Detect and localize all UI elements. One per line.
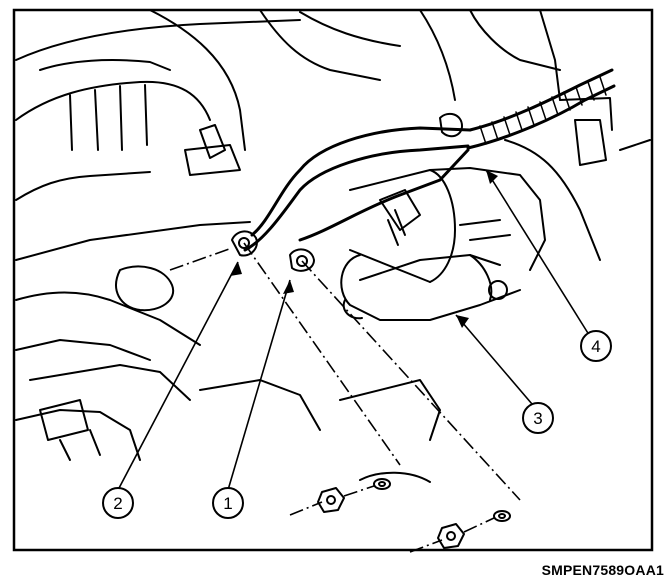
diagram-border (12, 8, 654, 552)
svg-text:2: 2 (113, 494, 122, 513)
leader-arrowheads (230, 170, 498, 328)
leader-lines (117, 169, 597, 491)
nut-washer-set-1 (317, 478, 391, 513)
callout-2: 2 (102, 487, 134, 519)
engine-block-upper (15, 9, 401, 201)
svg-text:4: 4 (591, 337, 600, 356)
transmission-housing (15, 221, 441, 483)
callout-1: 1 (212, 487, 244, 519)
nut-washer-set-2 (437, 510, 511, 549)
callout-3: 3 (522, 402, 554, 434)
starter-motor (340, 167, 546, 321)
svg-text:1: 1 (223, 494, 232, 513)
harness-ribbing (479, 76, 607, 145)
svg-text:3: 3 (533, 409, 542, 428)
callout-4: 4 (580, 330, 612, 362)
cable-terminals (231, 112, 463, 272)
engine-block-right (419, 9, 651, 261)
alignment-lines (169, 242, 521, 553)
starter-cable-harness (243, 68, 616, 252)
figure-reference-id: SMPEN7589OAA1 (541, 562, 664, 578)
